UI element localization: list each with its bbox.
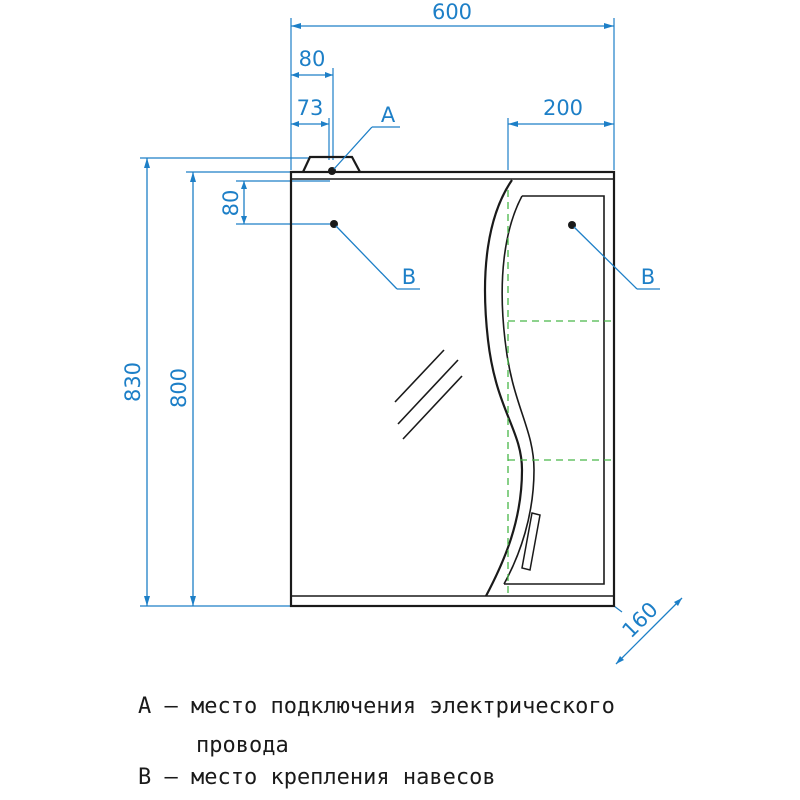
cabinet-frame xyxy=(289,170,616,608)
door-curve-outer xyxy=(483,179,524,597)
mirror-reflection xyxy=(394,349,463,440)
marker-a: A xyxy=(328,103,400,175)
dimension-total-height: 830 xyxy=(121,157,310,607)
dimension-body-height: 800 xyxy=(167,171,290,606)
dim-label-vertical-a-b: 80 xyxy=(219,190,243,217)
marker-b-left-label: B xyxy=(402,265,416,289)
dim-label-total-height: 830 xyxy=(121,362,145,402)
dim-label-depth: 160 xyxy=(617,597,662,642)
dimension-offset-a-outer: 80 xyxy=(291,47,334,160)
door-curve-inner xyxy=(501,195,535,585)
marker-b-right-label: B xyxy=(641,265,655,289)
lamp-block xyxy=(302,155,361,173)
door-inner-panel xyxy=(504,195,605,585)
dim-label-total-width: 600 xyxy=(432,0,472,24)
marker-a-label: A xyxy=(381,103,396,127)
dimension-door-width: 200 xyxy=(507,96,614,170)
dimension-offset-a-inner: 73 xyxy=(291,96,330,160)
dimension-depth: 160 xyxy=(613,597,683,665)
legend-line-a-cont: провода xyxy=(196,733,289,758)
dim-label-body-height: 800 xyxy=(167,368,191,408)
dimension-vertical-a-b: 80 xyxy=(219,180,330,225)
door-handle xyxy=(521,512,541,571)
dim-label-offset-a-outer: 80 xyxy=(299,47,326,71)
marker-b-right: B xyxy=(568,221,660,290)
dim-label-offset-a-inner: 73 xyxy=(297,96,324,120)
cabinet-body xyxy=(289,155,616,608)
legend-line-b: В – место крепления навесов xyxy=(138,765,496,790)
dim-label-door-width: 200 xyxy=(543,96,583,120)
legend-line-a: А – место подключения электрического xyxy=(138,694,615,719)
marker-b-left: B xyxy=(330,220,420,290)
dimension-total-width: 600 xyxy=(290,0,615,170)
